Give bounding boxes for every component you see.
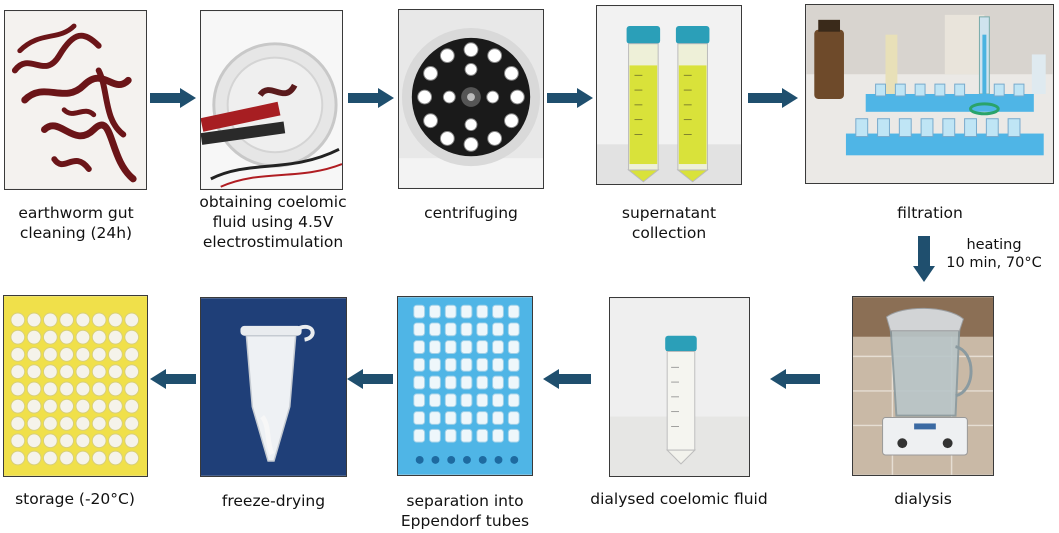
photo-freeze-dried-tube <box>200 297 347 477</box>
dialysis-image <box>853 297 993 475</box>
step-label-supernatant: supernatant collection <box>621 204 717 242</box>
photo-dialysis <box>852 296 994 476</box>
photo-storage-tray <box>3 295 148 477</box>
photo-centrifuge <box>398 9 544 189</box>
photo-dialysed-fluid <box>609 297 750 477</box>
step-label-dialysis: dialysis <box>894 490 952 508</box>
separation-rack-image <box>398 297 532 475</box>
arrow-right-icon <box>748 88 798 108</box>
arrow-down-icon <box>913 236 935 282</box>
step-label-separation: separation into Eppendorf tubes <box>400 492 530 530</box>
dialysed-fluid-image <box>610 298 749 476</box>
arrow-left-icon <box>770 369 820 389</box>
storage-tray-image <box>4 296 147 476</box>
photo-filtration <box>805 4 1054 184</box>
photo-electrostimulation <box>200 10 343 190</box>
arrow-left-icon <box>543 369 591 389</box>
arrow-right-icon <box>348 88 394 108</box>
step-label-dialysed-fluid: dialysed coelomic fluid <box>590 490 768 508</box>
step-label-electrostimulation: obtaining coelomic fluid using 4.5V elec… <box>199 193 347 251</box>
electrostimulation-image <box>201 11 342 189</box>
step-label-centrifuging: centrifuging <box>424 204 518 222</box>
arrow-left-icon <box>347 369 393 389</box>
step-label-freeze-drying: freeze-drying <box>221 492 326 510</box>
heating-note: heating 10 min, 70°C <box>946 237 1042 271</box>
step-label-filtration: filtration <box>897 204 963 222</box>
centrifuge-image <box>399 10 543 188</box>
freeze-dried-tube-image <box>201 298 346 476</box>
arrow-right-icon <box>150 88 196 108</box>
supernatant-tubes-image <box>597 6 741 184</box>
photo-earthworms <box>4 10 147 190</box>
photo-separation-rack <box>397 296 533 476</box>
step-label-storage: storage (-20°C) <box>15 490 135 508</box>
earthworm-image <box>5 11 146 189</box>
photo-supernatant-tubes <box>596 5 742 185</box>
filtration-image <box>806 5 1053 183</box>
step-label-gut-cleaning: earthworm gut cleaning (24h) <box>18 204 134 242</box>
arrow-left-icon <box>150 369 196 389</box>
arrow-right-icon <box>547 88 593 108</box>
